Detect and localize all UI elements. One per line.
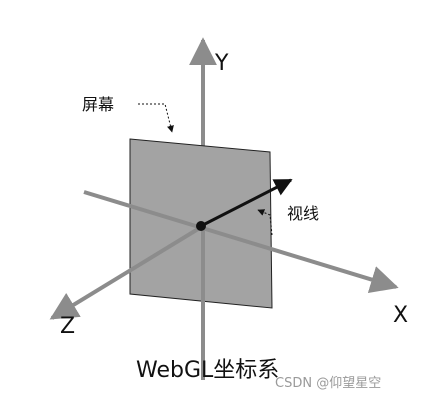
sight-pointer-line xyxy=(257,209,273,236)
screen-pointer-line xyxy=(138,103,174,133)
z-axis xyxy=(49,224,205,320)
screen-label: 屏幕 xyxy=(82,95,114,114)
origin-point xyxy=(196,221,206,231)
x-axis-label: X xyxy=(393,303,408,328)
line-of-sight-label: 视线 xyxy=(287,204,319,223)
view-vector xyxy=(200,178,293,228)
diagram-caption: WebGL坐标系 xyxy=(136,358,279,383)
csdn-watermark: CSDN @仰望星空 xyxy=(275,375,381,391)
y-axis-label: Y xyxy=(214,51,229,76)
z-axis-label: Z xyxy=(60,314,75,339)
x-axis xyxy=(83,190,399,294)
